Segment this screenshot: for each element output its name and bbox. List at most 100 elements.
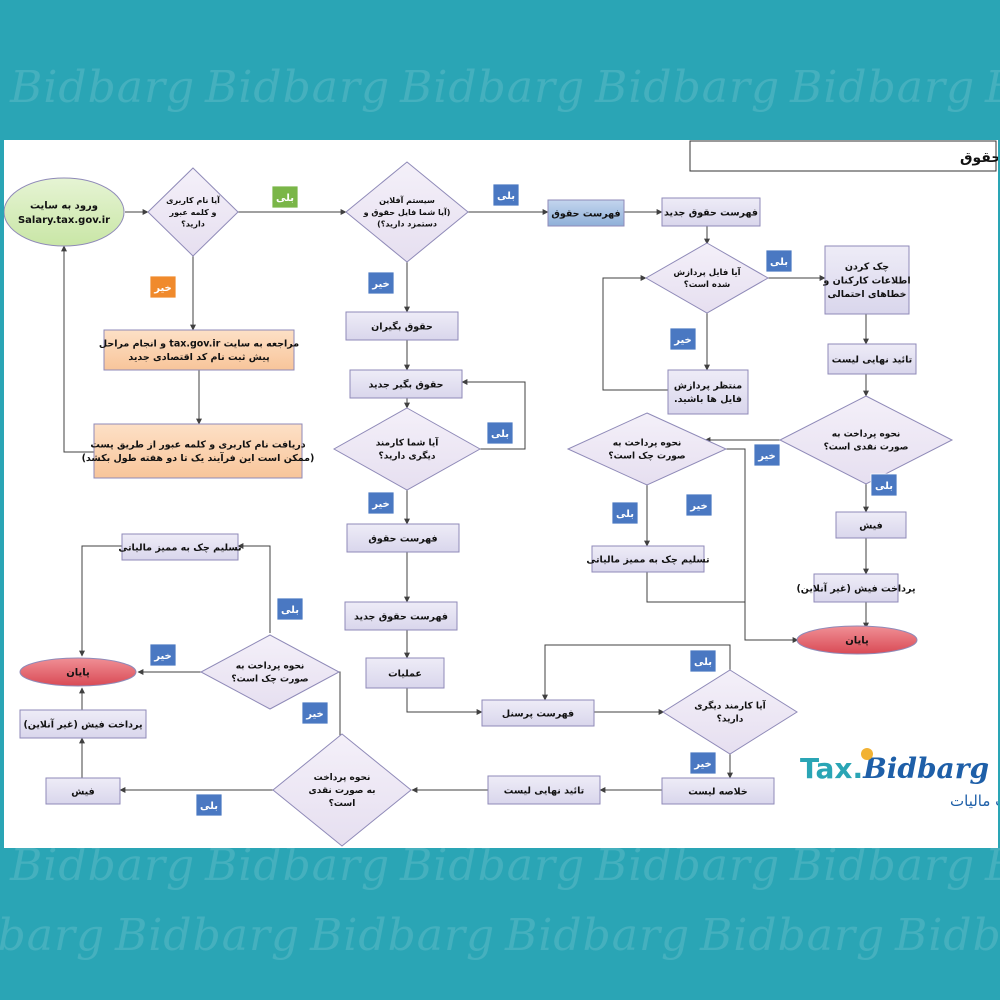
title-box <box>689 140 997 172</box>
badge-no <box>149 643 177 667</box>
watermark-text: Bidbarg <box>10 62 196 113</box>
badge-yes-label: بلی <box>200 801 218 812</box>
node-personnel_list-label: فهرست پرسنل <box>502 708 574 719</box>
node-personnel_list <box>481 699 595 727</box>
node-deliver_check_l <box>121 533 239 561</box>
node-new_payroll_list-label: فهرست حقوق جدید <box>664 207 758 218</box>
badge-yes <box>492 183 520 207</box>
node-receipt_r <box>835 511 907 539</box>
node-operations <box>365 657 445 689</box>
terminal-end_r-label: پایان <box>845 636 869 647</box>
logo-prefix: Tax. <box>800 752 863 785</box>
badge-no-label: خیر <box>153 651 172 662</box>
watermark-text: Bidbarg <box>700 910 886 961</box>
badge-no-label: خیر <box>371 499 390 510</box>
watermark-text: Bidbarg <box>790 840 976 891</box>
node-receipt_l-label: فیش <box>71 786 95 797</box>
badge-yes-label: بلی <box>281 605 299 616</box>
badge-no <box>149 275 177 299</box>
node-receive-label: دریافت نام کاربری و کلمه عبور از طریق پس… <box>82 439 315 464</box>
badge-no <box>685 493 713 517</box>
decision-q_cash_r <box>778 395 954 485</box>
node-summary_list <box>661 777 775 805</box>
badge-no <box>301 701 329 725</box>
decision-q_cash_b <box>272 733 412 847</box>
badge-yes-label: بلی <box>616 509 634 520</box>
watermark-text: Bidbarg <box>505 910 691 961</box>
connector <box>461 379 526 450</box>
footer-band <box>0 848 1000 1000</box>
watermark-text: Bidbarg <box>595 840 781 891</box>
decision-q_other_emp <box>332 407 482 491</box>
node-payroll_list_m <box>346 523 460 553</box>
node-deliver_check_r-label: تسلیم چک به ممیز مالیاتی <box>586 554 709 565</box>
node-register <box>103 329 295 371</box>
watermark-text: Bidbarg <box>10 840 196 891</box>
node-pay_receipt_l-label: پرداخت فیش (غیر آنلاین) <box>23 717 142 730</box>
badge-yes-label: بلی <box>491 429 509 440</box>
badge-no-label: خیر <box>305 709 324 720</box>
logo-name: Bidbarg <box>862 752 989 785</box>
watermark-text: Bidbarg <box>115 910 301 961</box>
watermark-text: Bidbarg <box>595 62 781 113</box>
node-final_approve_r-label: تائید نهایی لیست <box>832 354 912 365</box>
badge-no <box>669 327 697 351</box>
node-new_salary_taker-label: حقوق بگیر جدید <box>368 378 443 390</box>
badge-yes <box>486 421 514 445</box>
node-final_approve_b-label: تائید نهایی لیست <box>504 785 584 796</box>
watermark-text: Bidbarg <box>205 840 391 891</box>
node-salary_takers-label: حقوق بگیران <box>371 320 433 332</box>
badge-no-label: خیر <box>673 335 692 346</box>
badge-yes <box>765 249 793 273</box>
watermark-text: Bidbarg <box>0 910 106 961</box>
node-deliver_check_r <box>591 545 705 573</box>
connector <box>406 688 483 715</box>
connector <box>61 245 94 453</box>
node-new_salary_taker <box>349 369 463 399</box>
logo-leaf-icon <box>861 748 873 760</box>
node-pay_receipt_l <box>19 709 147 739</box>
badge-yes <box>870 473 898 497</box>
decision-q_other_emp2 <box>662 669 798 755</box>
node-payroll_list-label: فهرست حقوق <box>551 208 620 219</box>
badge-no-label: خیر <box>153 283 172 294</box>
node-receive <box>93 423 303 479</box>
node-new_payroll_list_m-label: فهرست حقوق جدید <box>354 611 448 622</box>
node-new_payroll_list_m <box>344 601 458 631</box>
watermark-text: Bidbarg <box>400 62 586 113</box>
badge-yes <box>689 649 717 673</box>
badge-yes <box>611 501 639 525</box>
decision-q_offline <box>345 161 469 263</box>
badge-yes-label: بلی <box>497 191 515 202</box>
badge-no-label: خیر <box>371 279 390 290</box>
watermark-text: Bidbarg <box>790 62 976 113</box>
badge-yes <box>276 597 304 621</box>
badge-no <box>753 443 781 467</box>
logo-tagline: مرجع سوالات مالیات <box>950 792 998 810</box>
badge-yes-label: بلی <box>875 481 893 492</box>
terminal-end_l-label: پایان <box>66 668 90 679</box>
node-receipt_l <box>45 777 121 805</box>
connector <box>79 545 122 657</box>
diagram-title: فرآیند کار در سایت مالیات بر حقوق <box>960 148 998 166</box>
node-check_info <box>824 245 910 315</box>
connector <box>542 644 731 701</box>
badge-yes-label: بلی <box>770 257 788 268</box>
terminal-start <box>4 177 125 247</box>
badge-yes <box>271 185 299 209</box>
connector <box>602 275 668 391</box>
badge-no <box>367 271 395 295</box>
badge-yes-label: بلی <box>694 657 712 668</box>
watermark-text: Bidbarg <box>895 910 1000 961</box>
terminal-end_l <box>19 657 137 687</box>
